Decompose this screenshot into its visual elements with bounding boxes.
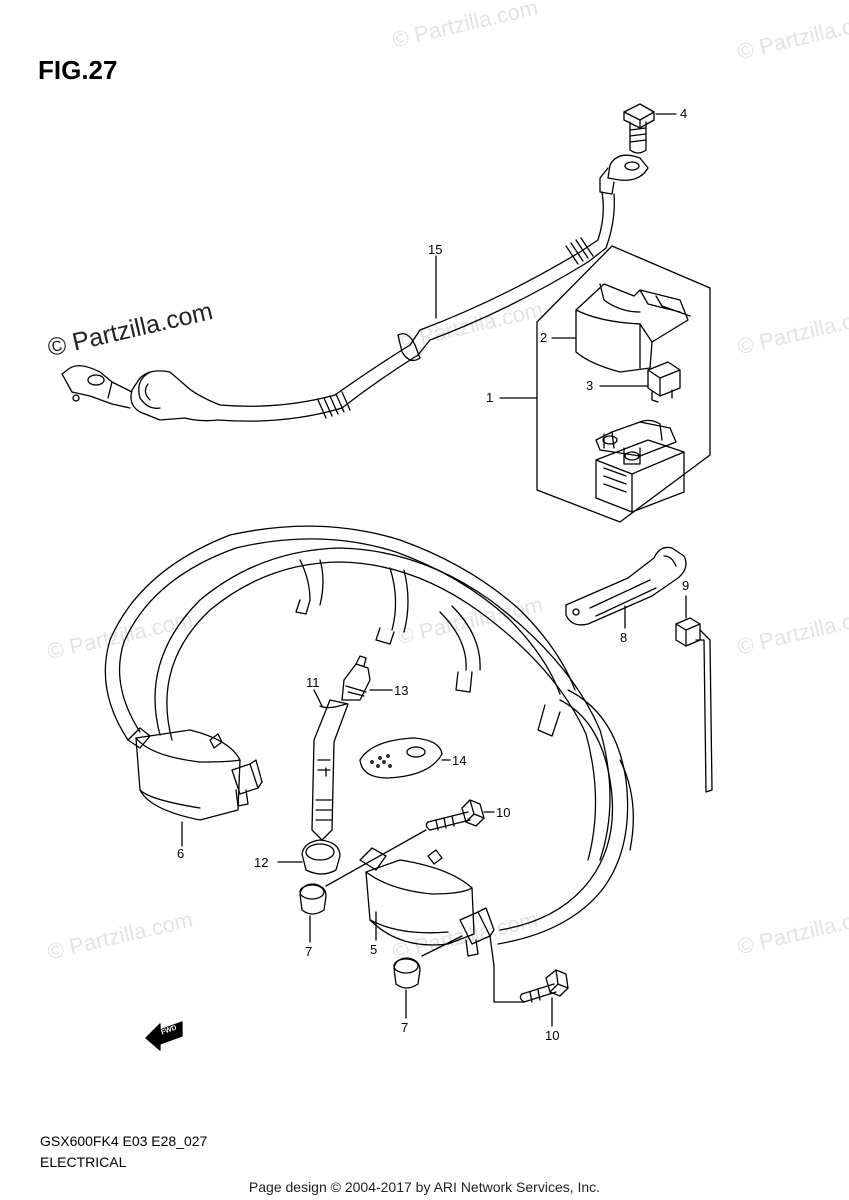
callout-14: 14 (452, 753, 467, 768)
callout-10-lower: 10 (545, 1028, 560, 1043)
callout-7-upper: 7 (305, 944, 313, 959)
collar-part-7-lower (393, 957, 421, 989)
leader-10-upper-dash (325, 829, 427, 887)
bolt-part-10-upper (425, 799, 485, 831)
callout-13: 13 (394, 683, 409, 698)
leader-11 (313, 689, 323, 707)
callout-12: 12 (254, 855, 269, 870)
bolt-part-10-lower (519, 969, 569, 1003)
callout-4: 4 (680, 106, 688, 121)
callout-15: 15 (428, 242, 443, 257)
callout-2: 2 (540, 330, 548, 345)
section-name: ELECTRICAL (40, 1154, 127, 1170)
grommet-part-13 (341, 655, 371, 701)
model-code: GSX600FK4 E03 E28_027 (40, 1133, 208, 1149)
ignition-coil-part-6 (127, 727, 263, 821)
pad-part-14 (359, 737, 443, 779)
callout-6: 6 (177, 846, 185, 861)
page-credit: Page design © 2004-2017 by ARI Network S… (248, 1179, 601, 1195)
plug-cap-part-11 (311, 699, 349, 841)
starter-relay (595, 419, 685, 513)
bolt-part-4 (623, 103, 655, 154)
leader-10-lower-guide (493, 965, 525, 1003)
callout-1: 1 (486, 390, 494, 405)
leader-5-dash (421, 935, 463, 957)
callout-8: 8 (620, 630, 628, 645)
relay-cover-part-2 (575, 283, 691, 373)
cable-tie-part-9 (675, 617, 713, 793)
callout-10-upper: 10 (496, 805, 511, 820)
collar-part-7-upper (299, 883, 327, 915)
ignition-coil-part-5 (359, 847, 495, 967)
callout-3: 3 (586, 378, 594, 393)
callout-5: 5 (370, 942, 378, 957)
callout-9: 9 (682, 578, 690, 593)
callout-7-lower: 7 (401, 1020, 409, 1035)
figure-title: FIG.27 (38, 55, 118, 85)
fwd-arrow-icon (145, 1021, 183, 1051)
callout-11: 11 (306, 675, 320, 690)
bracket-part-8 (565, 546, 687, 626)
fuse-part-3 (647, 361, 681, 403)
ignition-leads (104, 525, 634, 945)
boot-part-12 (301, 839, 341, 875)
starter-relay-box (536, 245, 711, 523)
battery-cable-part-15 (61, 154, 649, 422)
